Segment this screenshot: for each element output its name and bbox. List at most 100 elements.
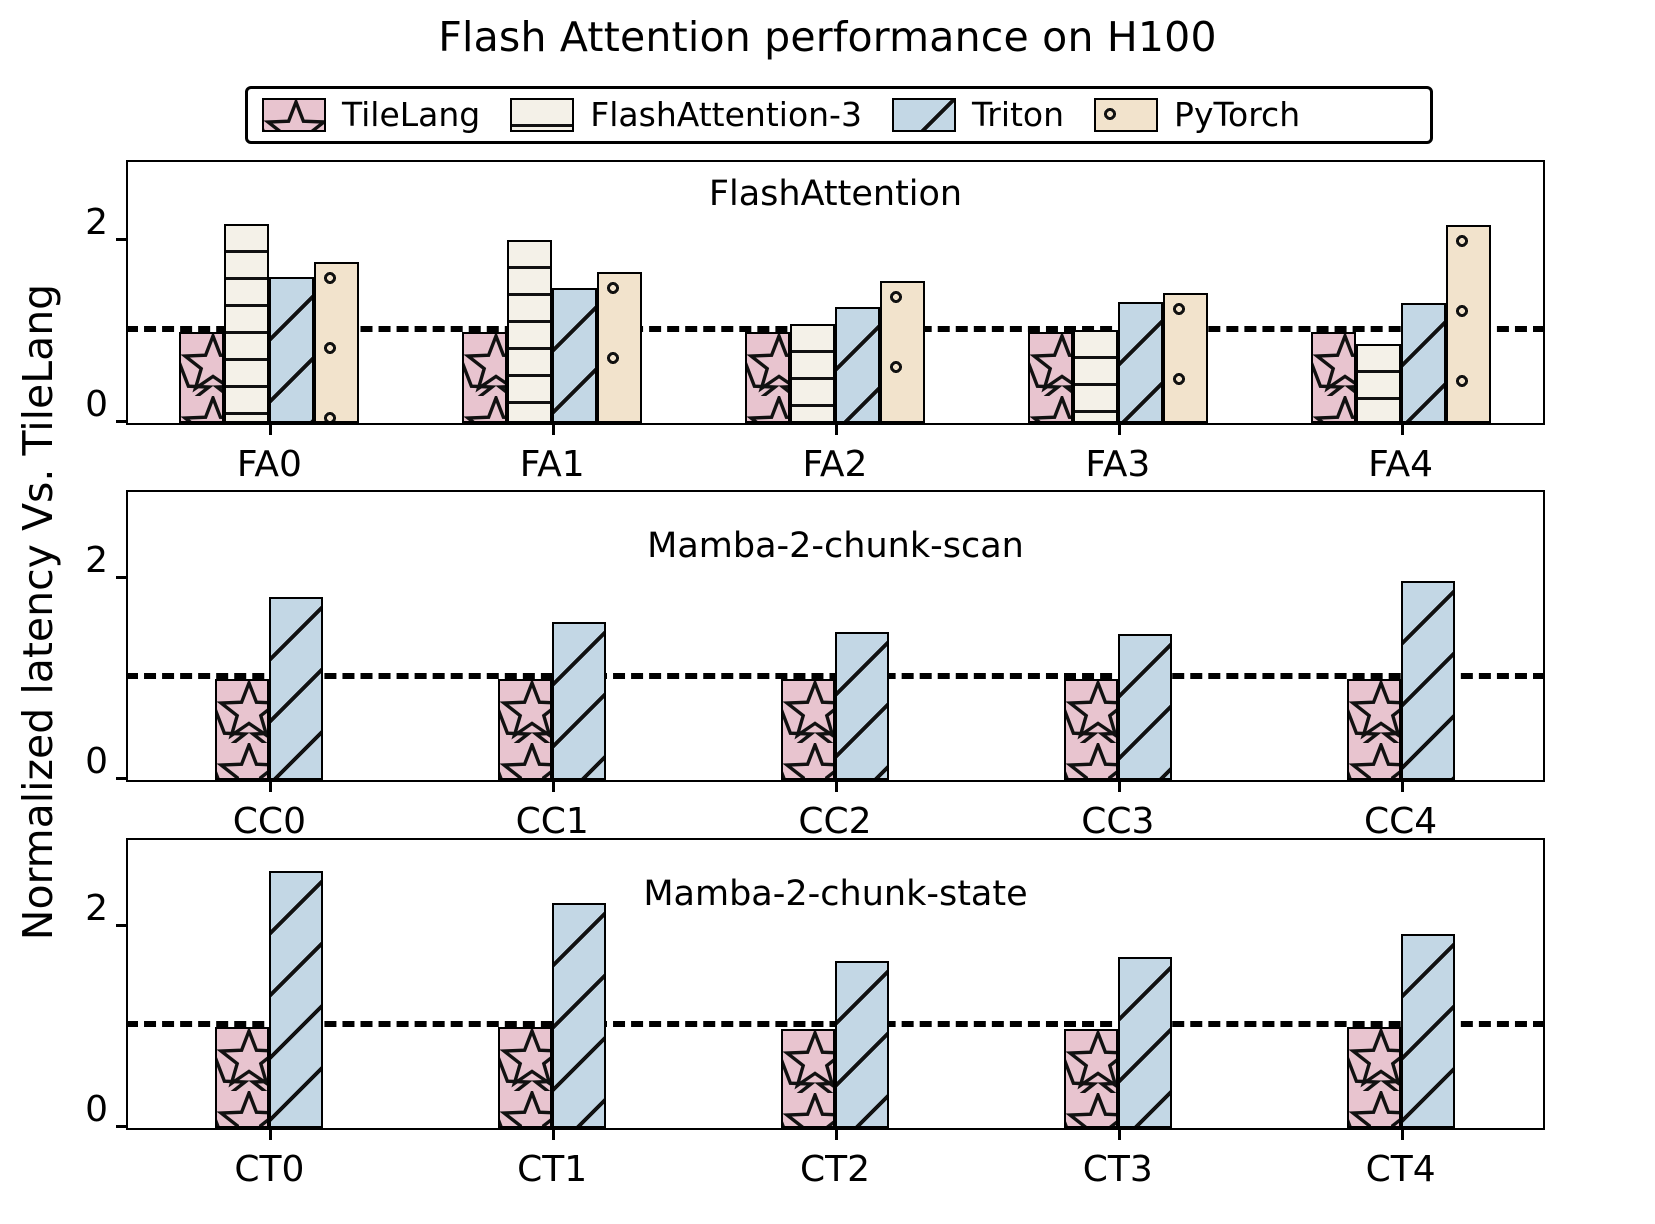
x-tick-label: CC4 [1364,801,1438,842]
bar-tilelang-fa0 [179,331,225,423]
bar-triton-ct0 [269,871,324,1128]
y-axis-label: Normalized latency Vs. TileLang [14,283,62,941]
x-tick [269,423,273,435]
chart-legend: TileLang FlashAttention-3 Triton PyTorch [245,86,1433,144]
x-tick-label: CC1 [515,801,589,842]
bar-pytorch-fa0 [314,262,360,423]
figure-title: Flash Attention performance on H100 [438,13,1217,61]
x-tick [835,1128,838,1140]
bar-tilelang-ct4 [1346,1027,1401,1128]
x-tick [1400,780,1404,792]
legend-label: FlashAttention-3 [590,95,862,134]
y-tick-label: 0 [85,384,108,425]
legend-item-triton: Triton [891,89,1065,141]
bar-tilelang-cc4 [1346,679,1401,780]
bar-pytorch-fa3 [1162,292,1208,423]
diagonal-hatch-swatch-icon [891,98,956,132]
x-tick-label: FA0 [236,444,302,485]
bar-tilelang-cc3 [1063,679,1118,780]
x-tick [835,423,838,435]
x-tick-label: CC2 [798,801,872,842]
dot-hatch-swatch-icon [1094,98,1159,132]
x-tick [835,780,838,792]
x-tick-label: CT2 [799,1149,871,1190]
x-tick-label: CT1 [517,1149,588,1190]
x-tick-label: FA3 [1085,444,1151,485]
legend-item-flashattention3: FlashAttention-3 [510,89,862,141]
bar-tilelang-ct2 [781,1029,835,1128]
bar-tilelang-fa2 [745,331,790,423]
bar-triton-ct4 [1400,933,1455,1128]
subplot-title: Mamba-2-chunk-scan [647,526,1024,566]
bar-flashattention-3-fa3 [1072,329,1118,423]
bar-flashattention-3-fa2 [790,324,835,423]
bar-triton-fa3 [1117,301,1163,423]
bar-triton-cc4 [1400,580,1455,780]
bar-triton-cc0 [269,596,324,780]
subplot-title: Mamba-2-chunk-state [643,874,1028,914]
legend-label: PyTorch [1174,95,1301,134]
y-tick-label: 2 [85,201,108,243]
x-tick-label: FA4 [1368,444,1434,485]
bar-triton-cc2 [835,631,889,780]
bar-triton-cc1 [552,621,607,780]
legend-item-tilelang: TileLang [262,89,480,141]
bar-tilelang-cc0 [215,679,270,780]
bar-pytorch-fa4 [1445,225,1491,423]
y-tick [116,420,128,423]
bar-flashattention-3-fa4 [1355,343,1401,423]
bar-triton-ct3 [1117,956,1172,1128]
y-tick [116,1125,128,1128]
x-tick [552,780,556,792]
x-tick [269,1128,273,1140]
bar-triton-fa4 [1400,302,1446,423]
x-tick-label: CT0 [234,1149,305,1190]
x-tick [552,423,556,435]
legend-item-pytorch: PyTorch [1094,89,1300,141]
x-tick-label: CC3 [1081,801,1155,842]
x-tick-label: FA1 [519,444,585,485]
bar-triton-fa2 [835,307,880,423]
x-tick-label: CC0 [232,801,306,842]
bar-triton-ct2 [835,960,889,1128]
bar-tilelang-fa3 [1027,331,1073,423]
x-tick [1117,1128,1121,1140]
bar-flashattention-3-fa1 [507,239,553,423]
y-tick-label: 0 [85,741,108,782]
x-tick [1117,780,1121,792]
bar-tilelang-ct1 [498,1027,553,1128]
x-tick-label: FA2 [802,444,868,485]
bar-triton-fa1 [552,287,598,423]
bar-pytorch-fa1 [597,272,643,423]
y-tick [116,575,128,579]
y-tick [116,923,128,927]
bar-triton-cc3 [1117,633,1172,780]
y-tick-label: 2 [85,887,108,929]
horizontal-line-hatch-swatch-icon [510,98,575,132]
bar-tilelang-fa4 [1310,331,1356,423]
x-tick-label: CT4 [1365,1149,1436,1190]
y-tick-label: 0 [85,1089,108,1130]
legend-label: Triton [971,95,1065,134]
x-tick [269,780,273,792]
bar-flashattention-3-fa0 [224,224,270,423]
y-tick [116,237,128,241]
star-hatch-swatch-icon [262,98,326,132]
bar-tilelang-ct0 [215,1027,270,1128]
x-tick [1400,1128,1404,1140]
bar-tilelang-fa1 [462,331,508,423]
bar-tilelang-ct3 [1063,1029,1118,1128]
bar-pytorch-fa2 [880,280,925,423]
x-tick [1400,423,1404,435]
bar-triton-fa0 [269,277,315,423]
x-tick [552,1128,556,1140]
legend-label: TileLang [342,95,481,134]
bar-tilelang-cc1 [498,679,553,780]
